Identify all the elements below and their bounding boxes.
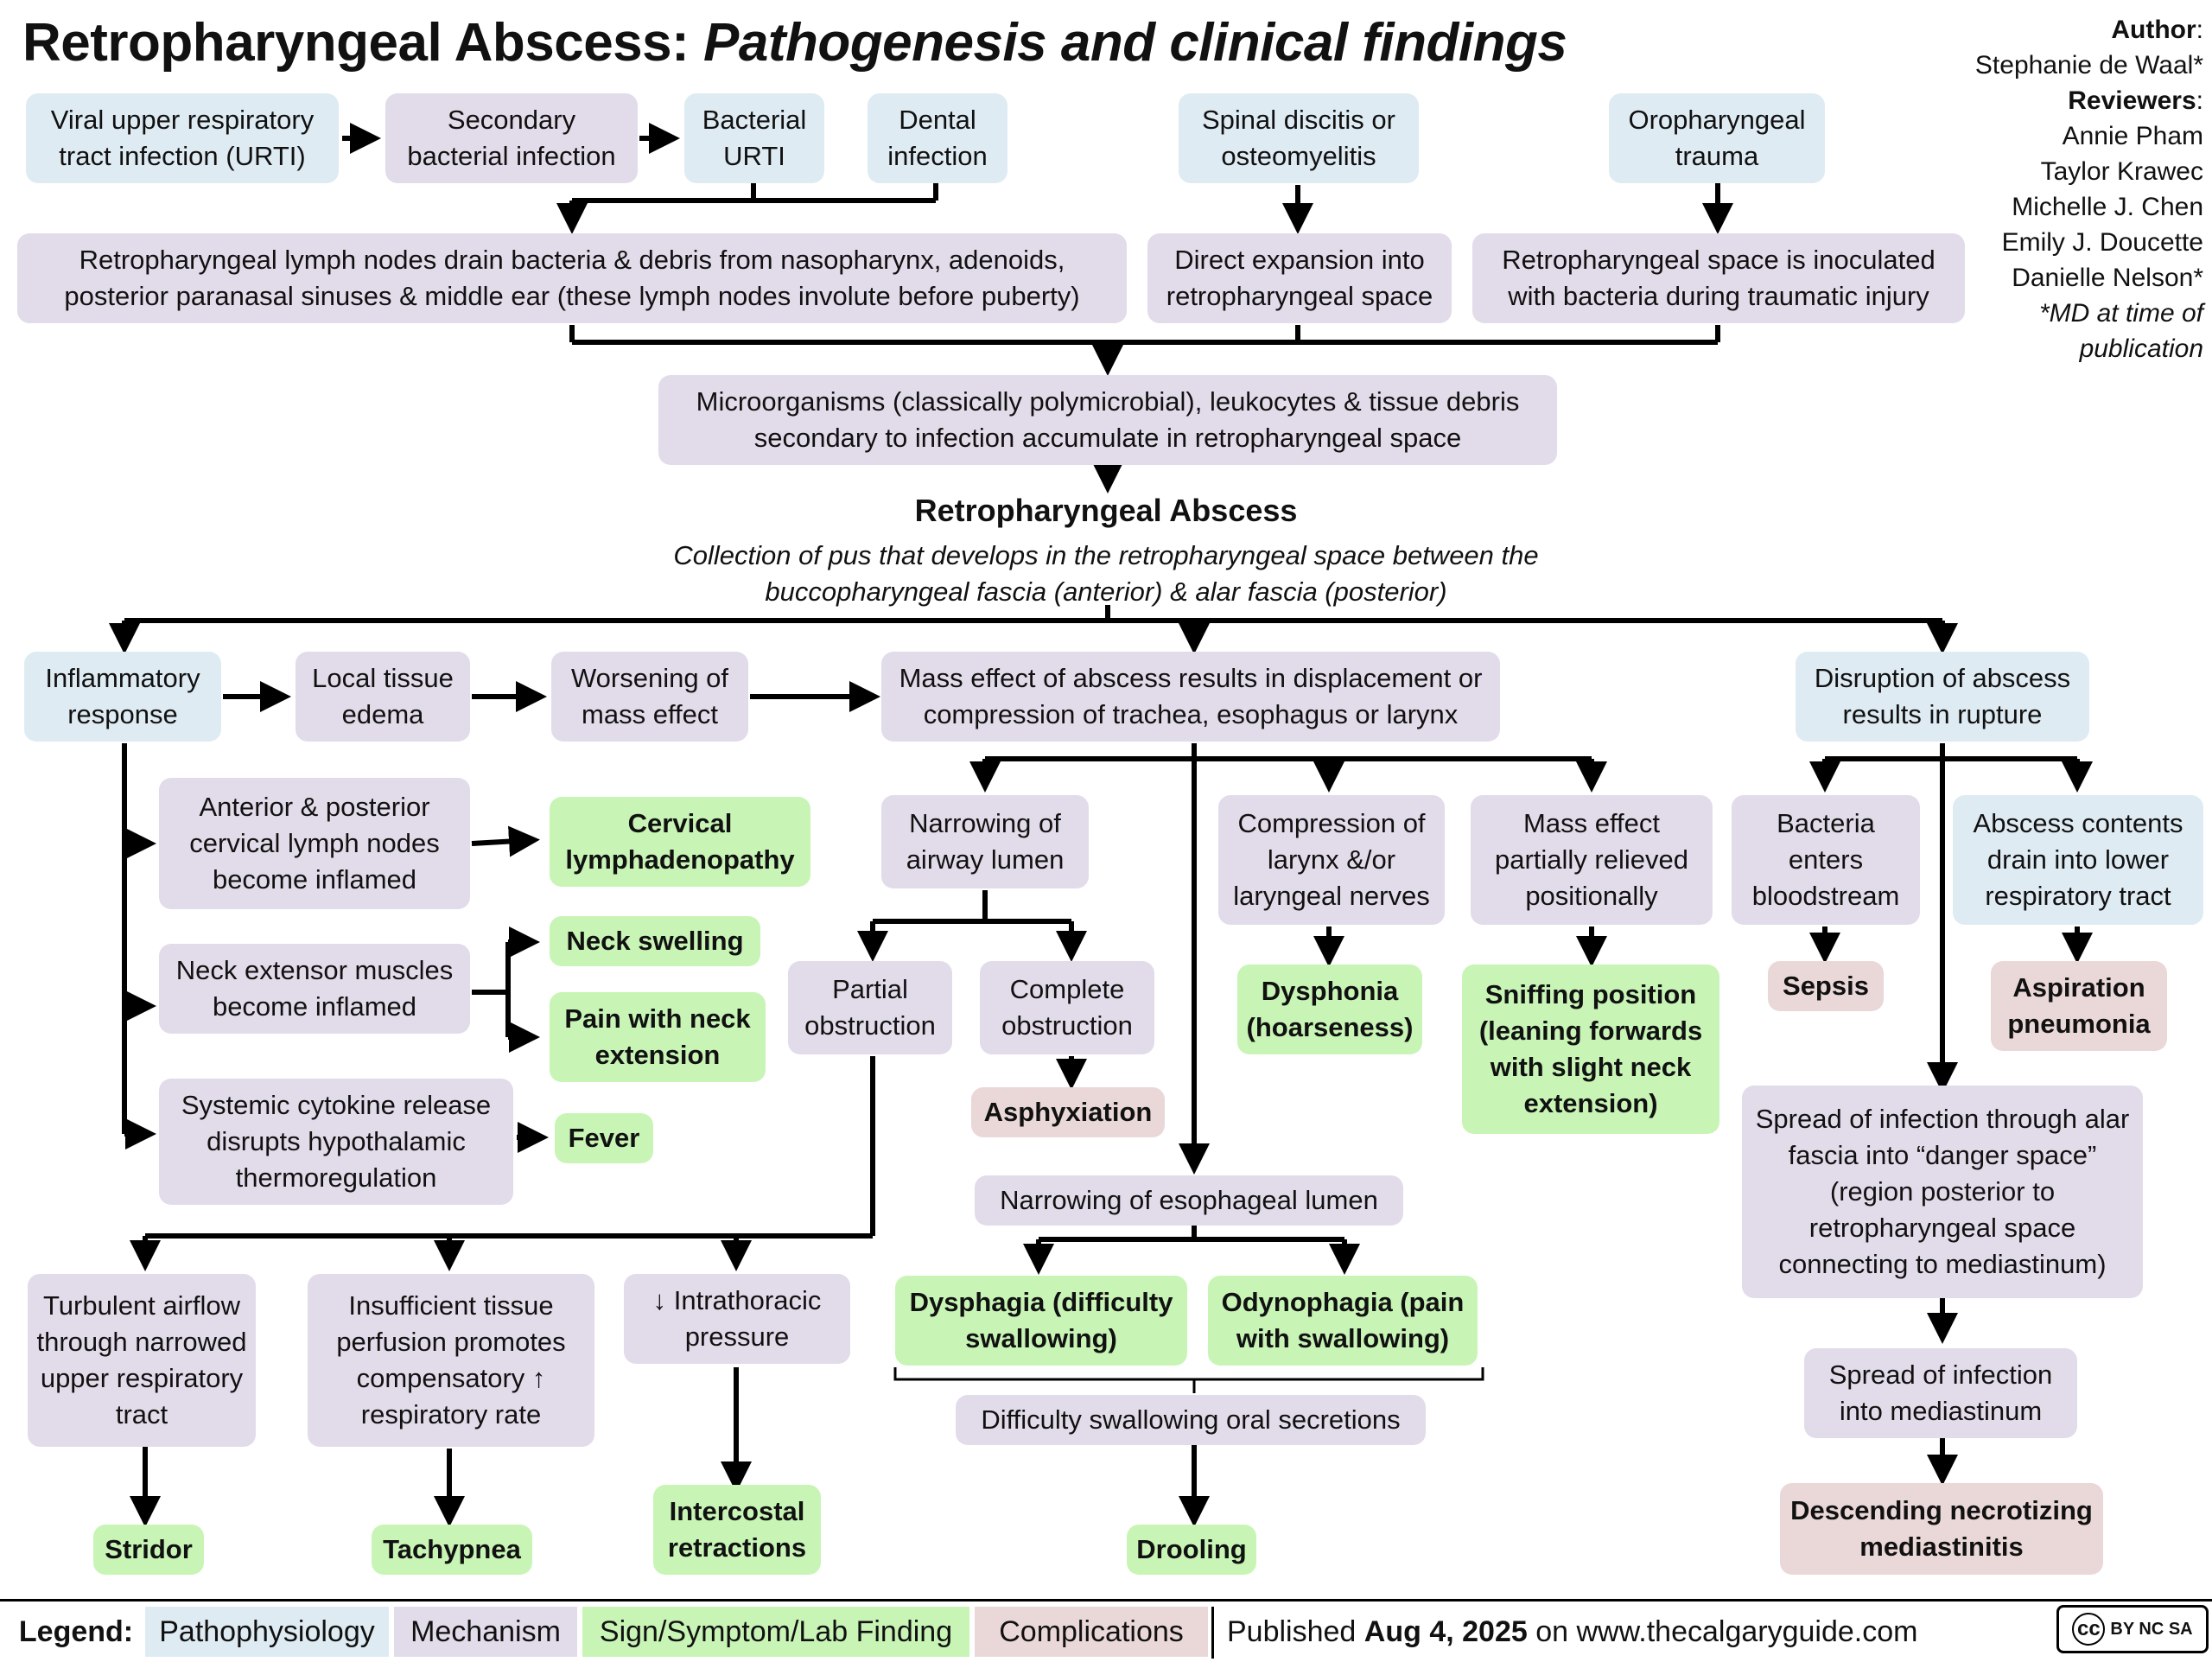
node-cytokine-release: Systemic cytokine release disrupts hypot…	[159, 1079, 513, 1205]
node-cervical-nodes-inflamed: Anterior & posterior cervical lymph node…	[159, 778, 470, 909]
node-disruption-rupture: Disruption of abscess results in rupture	[1796, 652, 2089, 742]
node-local-tissue-edema: Local tissue edema	[296, 652, 470, 742]
node-neck-muscles-inflamed: Neck extensor muscles become inflamed	[159, 944, 470, 1034]
node-aspiration-pneumonia: Aspiration pneumonia	[1991, 961, 2167, 1051]
node-pain-neck-extension: Pain with neck extension	[550, 992, 766, 1082]
node-complete-obstruction: Complete obstruction	[980, 961, 1154, 1054]
node-insufficient-perfusion: Insufficient tissue perfusion promotes c…	[308, 1274, 594, 1447]
node-fever: Fever	[555, 1113, 653, 1163]
node-cervical-lymphadenopathy: Cervical lymphadenopathy	[550, 797, 810, 887]
node-drooling: Drooling	[1127, 1525, 1256, 1575]
abscess-title: Retropharyngeal Abscess	[914, 493, 1298, 528]
author-block: Author: Stephanie de Waal* Reviewers: An…	[1974, 16, 2203, 363]
node-oropharyngeal-trauma: Oropharyngeal trauma	[1609, 93, 1825, 183]
node-sniffing-position: Sniffing position (leaning forwards with…	[1462, 965, 1719, 1134]
node-direct-expansion: Direct expansion into retropharyngeal sp…	[1147, 233, 1452, 323]
node-sepsis: Sepsis	[1768, 961, 1884, 1011]
abscess-definition: Collection of pus that develops in the r…	[673, 540, 1539, 607]
node-difficulty-secretions: Difficulty swallowing oral secretions	[956, 1395, 1426, 1445]
node-dysphonia: Dysphonia (hoarseness)	[1237, 965, 1422, 1054]
node-narrowing-airway: Narrowing of airway lumen	[881, 795, 1089, 888]
node-narrowing-esophageal: Narrowing of esophageal lumen	[975, 1175, 1403, 1226]
node-odynophagia: Odynophagia (pain with swallowing)	[1208, 1276, 1478, 1366]
cc-icon: cc	[2072, 1613, 2106, 1646]
node-mass-relieved: Mass effect partially relieved positiona…	[1471, 795, 1713, 925]
node-spinal-discitis: Spinal discitis or osteomyelitis	[1179, 93, 1419, 183]
node-space-inoculated: Retropharyngeal space is inoculated with…	[1472, 233, 1965, 323]
node-compression-larynx: Compression of larynx &/or laryngeal ner…	[1218, 795, 1445, 925]
legend-complications: Complications	[975, 1607, 1208, 1657]
node-asphyxiation: Asphyxiation	[971, 1087, 1165, 1137]
cc-license-badge: cc BY NC SA	[2056, 1605, 2209, 1653]
node-tachypnea: Tachypnea	[372, 1525, 532, 1575]
node-danger-space: Spread of infection through alar fascia …	[1742, 1086, 2143, 1298]
node-intrathoracic-pressure: ↓ Intrathoracic pressure	[624, 1274, 850, 1364]
node-turbulent-airflow: Turbulent airflow through narrowed upper…	[28, 1274, 256, 1447]
node-mass-effect: Mass effect of abscess results in displa…	[881, 652, 1500, 742]
node-bacterial-urti: Bacterial URTI	[684, 93, 824, 183]
published-line: Published Aug 4, 2025 on www.thecalgaryg…	[1227, 1614, 1918, 1648]
legend-mechanism: Mechanism	[394, 1607, 577, 1657]
legend-pathophysiology: Pathophysiology	[145, 1607, 389, 1657]
legend-sign-symptom: Sign/Symptom/Lab Finding	[582, 1607, 969, 1657]
node-abscess-drain: Abscess contents drain into lower respir…	[1953, 795, 2203, 925]
node-inflammatory-response: Inflammatory response	[24, 652, 221, 742]
node-intercostal-retractions: Intercostal retractions	[653, 1485, 821, 1575]
legend-label: Legend:	[18, 1614, 134, 1648]
legend: Legend: Pathophysiology Mechanism Sign/S…	[0, 1599, 2212, 1662]
node-bacteria-bloodstream: Bacteria enters bloodstream	[1732, 795, 1920, 925]
node-secondary-bacterial: Secondary bacterial infection	[385, 93, 638, 183]
node-viral-urti: Viral upper respiratory tract infection …	[26, 93, 339, 183]
node-neck-swelling: Neck swelling	[550, 916, 760, 966]
legend-divider	[1211, 1607, 1214, 1659]
page-title: Retropharyngeal Abscess: Pathogenesis an…	[22, 13, 1567, 73]
node-stridor: Stridor	[93, 1525, 204, 1575]
node-lymph-nodes-drain: Retropharyngeal lymph nodes drain bacter…	[17, 233, 1127, 323]
node-microorganisms: Microorganisms (classically polymicrobia…	[658, 375, 1557, 465]
node-partial-obstruction: Partial obstruction	[788, 961, 952, 1054]
node-spread-mediastinum: Spread of infection into mediastinum	[1804, 1348, 2077, 1438]
node-dysphagia: Dysphagia (difficulty swallowing)	[895, 1276, 1187, 1366]
node-dental-infection: Dental infection	[868, 93, 1007, 183]
node-necrotizing-mediastinitis: Descending necrotizing mediastinitis	[1780, 1483, 2103, 1575]
node-worsening-mass: Worsening of mass effect	[551, 652, 748, 742]
